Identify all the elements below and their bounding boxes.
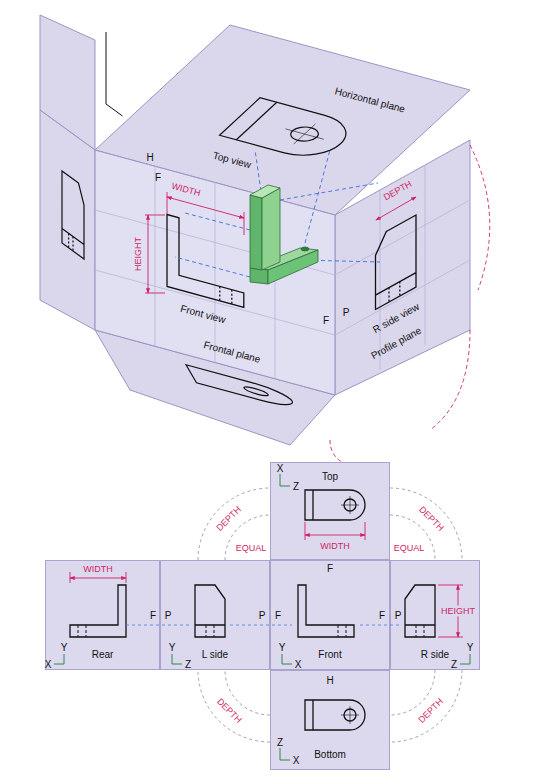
view-panel: L side (160, 560, 270, 670)
circle-shape (242, 385, 270, 398)
g-shape (250, 185, 318, 284)
dimension-label: HEIGHT (440, 606, 476, 617)
dimension-label: EQUAL (394, 543, 425, 554)
path-shape (106, 32, 123, 116)
path-shape (69, 233, 73, 251)
view-name: Top (322, 471, 338, 483)
path-shape (167, 192, 244, 235)
drawing-label: Z (451, 659, 457, 670)
path-shape (376, 197, 416, 220)
g-shape (376, 215, 417, 310)
g-shape (220, 98, 361, 163)
drawing-label: Z (293, 481, 299, 492)
drawing-label: P (343, 307, 350, 318)
view-name: L side (202, 649, 228, 661)
polygon-shape (40, 110, 95, 330)
path-shape (376, 215, 417, 310)
path-shape (145, 215, 165, 293)
drawing-label: F (275, 610, 281, 621)
drawing-label: F (150, 610, 156, 621)
drawing-label: X (295, 659, 302, 670)
drawing-label: Y (467, 642, 474, 653)
drawing-label: X (45, 659, 52, 670)
drawing-label: H (326, 675, 333, 686)
polygon-shape (335, 140, 470, 395)
drawing-label: P (165, 610, 172, 621)
ellipse-shape (301, 247, 309, 251)
dimension-label: EQUAL (236, 543, 267, 554)
g-shape (145, 145, 490, 470)
polygon-shape (250, 268, 268, 284)
path-shape (220, 286, 232, 304)
dimension-label: DEPTH (214, 504, 243, 533)
view-panel: Front (270, 560, 390, 670)
drawing-label: H (146, 152, 153, 163)
drawing-label: F (323, 315, 329, 326)
polygon-shape (262, 188, 280, 270)
path-shape (305, 535, 365, 536)
polygon-shape (250, 195, 262, 270)
path-shape (167, 215, 244, 308)
dimension-label: WIDTH (319, 541, 351, 552)
dimension-label: HEIGHT (133, 237, 144, 271)
g-shape (95, 165, 470, 378)
dimension-label: DEPTH (416, 504, 445, 533)
path-shape (220, 98, 361, 163)
path-shape (335, 165, 470, 370)
drawing-label: Z (277, 737, 283, 748)
drawing-label: X (293, 755, 300, 766)
dimension-label: DEPTH (214, 696, 243, 725)
path-shape (95, 166, 335, 378)
path-shape (186, 365, 297, 410)
drawing-label: F (379, 610, 385, 621)
g-shape (62, 171, 84, 259)
g-shape (40, 15, 470, 445)
drawing-label: Y (61, 642, 68, 653)
g-shape (106, 32, 123, 116)
path-shape (70, 578, 126, 579)
path-shape (389, 282, 400, 302)
drawing-label: P (395, 610, 402, 621)
g-shape (167, 215, 244, 308)
path-shape (330, 145, 490, 470)
view-name: Bottom (314, 749, 346, 761)
drawing-label: F (155, 172, 161, 183)
g-shape (175, 150, 380, 277)
path-shape (175, 150, 380, 277)
drawing-label: Y (279, 642, 286, 653)
path-shape (167, 197, 244, 218)
path-shape (62, 171, 84, 259)
drawing-label: Y (169, 642, 176, 653)
drawing-label: X (277, 463, 284, 474)
view-name: R side (421, 649, 449, 661)
drawing-label: Z (185, 659, 191, 670)
drawing-label: F (327, 563, 333, 574)
view-name: Rear (92, 649, 114, 661)
path-shape (236, 102, 277, 140)
polygon-shape (95, 150, 335, 395)
dimension-label: DEPTH (416, 696, 445, 725)
g-shape (186, 365, 297, 410)
view-panel: Rear (45, 560, 160, 670)
dimension-label: WIDTH (82, 564, 114, 575)
path-shape (148, 215, 149, 293)
polygon-shape (250, 185, 280, 198)
view-name: Front (318, 649, 341, 661)
path-shape (275, 119, 335, 149)
drawing-label: P (259, 610, 266, 621)
